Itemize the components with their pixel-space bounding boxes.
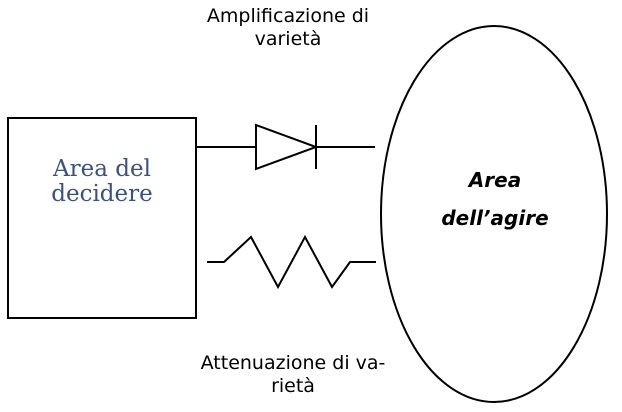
diode-triangle-icon [255,123,319,171]
attenuation-caption-line1: Attenuazione di va- [200,352,386,374]
resistor-zigzag-icon [207,234,376,290]
decider-area-label-line2: decidere [51,181,153,207]
decider-area-box [7,117,197,319]
amplification-caption-line2: varietà [254,28,322,50]
amplification-caption: Amplificazione di varietà [178,5,398,51]
attenuation-caption-line2: rietà [271,375,315,397]
decider-area-label-line1: Area del [53,156,151,182]
attenuation-caption: Attenuazione di va- rietà [168,352,418,398]
attenuator-connector [207,234,376,290]
decider-area-label: Area del decidere [9,157,195,207]
action-area-label: Area dell’agire [380,161,610,237]
amplifier-connector [196,123,375,171]
action-area-label-line1: Area [468,168,522,192]
amplification-caption-line1: Amplificazione di [206,5,370,27]
action-area-ellipse [380,25,608,403]
action-area-label-line2: dell’agire [441,206,549,230]
